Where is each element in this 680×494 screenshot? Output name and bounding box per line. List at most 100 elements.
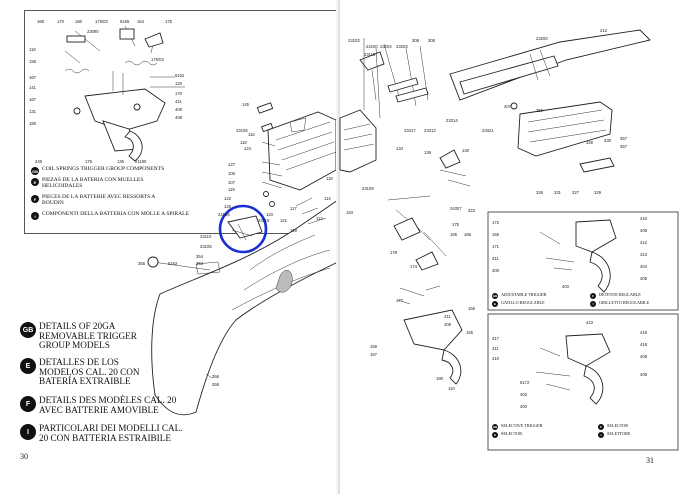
legend-text: PARTICOLARI DEI MODELLI CAL. 20 CON BATT… — [39, 423, 183, 443]
part-label: 118 — [29, 47, 36, 52]
i-badge: I — [31, 212, 39, 220]
f-badge: F — [590, 293, 596, 299]
part-label: 118 — [326, 176, 333, 181]
legend-text: DETAILS DES MODÈLES CAL. 20 AVEC BATTERI… — [39, 395, 177, 415]
part-label: 129 — [290, 228, 297, 233]
part-label: 308 — [428, 38, 435, 43]
i-badge: I — [590, 301, 596, 307]
part-label: 170 — [175, 91, 182, 96]
part-label: 177 — [396, 298, 403, 303]
part-label: 24307 — [450, 206, 462, 211]
part-label: 419 — [640, 330, 647, 335]
part-label: 410 — [492, 356, 499, 361]
legend-text: SELECTIVE TRIGGER — [501, 423, 543, 428]
part-label: 409 — [444, 322, 451, 327]
part-label: 413 — [640, 252, 647, 257]
part-label: 116 — [248, 132, 255, 137]
part-label: 155 — [466, 330, 473, 335]
legend-row-i: I COMPONENTI DELLA BATTERIA CON MOLLE A … — [31, 211, 192, 220]
part-label: 164 — [137, 19, 144, 24]
part-label: 402 — [520, 392, 527, 397]
part-label: 23103 — [348, 38, 360, 43]
part-label: 166 — [464, 232, 471, 237]
legend-row-e: E DETALLES DE LOS MODELOS CAL. 20 CON BA… — [20, 357, 170, 387]
part-label: 127 — [228, 162, 235, 167]
i-badge: I — [20, 424, 36, 440]
part-label: 24105 — [218, 212, 230, 217]
legend-row-e: E PIEZAS DE LA BATERIA CON MUELLES HELIC… — [31, 177, 201, 190]
part-label: 119 — [228, 187, 235, 192]
part-label: 118 — [240, 140, 247, 145]
part-label: 328 — [586, 140, 593, 145]
part-label: 350 — [536, 108, 543, 113]
part-label: 121 — [280, 218, 287, 223]
part-label: 412 — [640, 240, 647, 245]
part-label: 114 — [324, 196, 331, 201]
part-label: 178 — [390, 250, 397, 255]
part-label: 409 — [175, 107, 182, 112]
part-label: 131 — [29, 109, 36, 114]
gb-badge: GB — [20, 322, 36, 338]
part-label: 326 — [536, 190, 543, 195]
legend-text: DETALLES DE LOS MODELOS CAL. 20 CON BATE… — [39, 357, 140, 387]
part-label: 180 — [436, 376, 443, 381]
part-label: 171 — [492, 244, 499, 249]
part-label: 120 — [175, 81, 182, 86]
part-label: 117 — [290, 206, 297, 211]
part-label: 145 — [242, 102, 249, 107]
legend-text: GATILLO REGULABLE — [501, 300, 545, 305]
part-label: 6162 — [175, 73, 185, 78]
left-page: GB COIL SPRINGS TRIGGER GROUP COMPONENTS… — [20, 10, 341, 461]
part-label: 23314 — [446, 118, 458, 123]
part-label: 207 — [504, 104, 511, 109]
part-label: 106 — [228, 171, 235, 176]
part-label: 157 — [370, 352, 377, 357]
legend-text: SELETTORE — [607, 431, 631, 436]
part-label: 167 — [29, 97, 36, 102]
legend-text: PIECES DE LA BATTERIE AVEC RESSORTS A BO… — [42, 194, 156, 206]
part-label: 23115 — [258, 218, 270, 223]
coil-springs-box: GB COIL SPRINGS TRIGGER GROUP COMPONENTS… — [24, 10, 341, 234]
part-label: 135 — [117, 159, 124, 164]
part-label: 175 — [452, 222, 459, 227]
legend-row-f: F DETENTE REGLABLE — [590, 292, 641, 299]
legend-row-gb: GB DETAILS OF 20GA REMOVABLE TRIGGER GRO… — [20, 321, 160, 351]
part-label: 329 — [594, 190, 601, 195]
part-label: 353 — [196, 261, 203, 266]
part-label: 408 — [640, 354, 647, 359]
part-label: 23204 — [380, 44, 392, 49]
right-page: 23103 24100 23204 23203 308 308 23200 21… — [339, 0, 680, 494]
stock-receiver-diagram — [147, 102, 339, 416]
part-label: 107 — [228, 180, 235, 185]
part-label: 175/03 — [95, 19, 108, 24]
part-label: 124 — [244, 146, 251, 151]
barrel-forend-diagram — [339, 29, 679, 451]
part-label: 358 — [212, 382, 219, 387]
legend-text: PIEZAS DE LA BATERIA CON MUELLES HELICOI… — [42, 177, 144, 189]
legend-text: COIL SPRINGS TRIGGER GROUP COMPONENTS — [42, 166, 165, 172]
part-label: 411 — [175, 99, 182, 104]
gb-badge: GB — [492, 293, 498, 299]
part-label: 21190 — [135, 159, 147, 164]
part-label: 23317 — [404, 128, 416, 133]
part-label: 160 — [75, 19, 82, 24]
legend-row-e: E GATILLO REGULABLE — [492, 300, 545, 307]
legend-text: SELECTOR — [501, 431, 523, 436]
legend-text: DETENTE REGLABLE — [599, 292, 641, 297]
part-label: 168 — [37, 19, 44, 24]
part-label: 163 — [346, 210, 353, 215]
part-label: 112 — [316, 216, 323, 221]
part-label: 418 — [640, 342, 647, 347]
part-label: 327 — [572, 190, 579, 195]
f-badge: F — [31, 195, 39, 203]
part-label: 6172 — [520, 380, 530, 385]
part-label: 23115 — [364, 52, 376, 57]
part-label: 23313 — [424, 128, 436, 133]
legend-row-gb: GB ADJUSTABLE TRIGGER — [492, 292, 546, 299]
legend-row-gb: GB COIL SPRINGS TRIGGER GROUP COMPONENTS — [31, 166, 165, 175]
part-label: 357 — [620, 144, 627, 149]
part-label: 404 — [640, 264, 647, 269]
part-label: 141 — [29, 85, 36, 90]
part-label: 355 — [138, 261, 145, 266]
